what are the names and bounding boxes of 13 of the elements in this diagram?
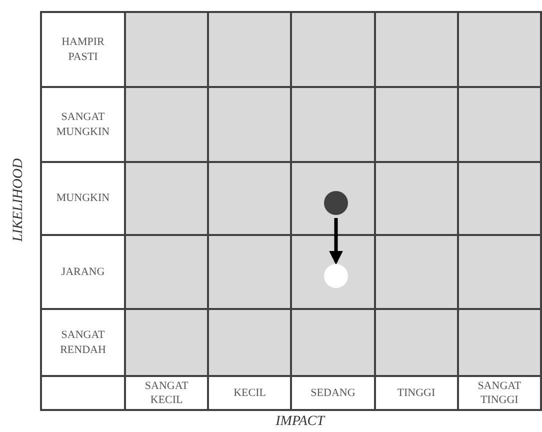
- row-header: HAMPIR PASTI: [60, 34, 106, 64]
- column-header: SANGAT KECIL: [144, 379, 190, 407]
- axis-title: LIKELIHOOD: [10, 158, 26, 242]
- row-header: SANGAT RENDAH: [59, 328, 107, 358]
- column-header: SANGAT TINGGI: [476, 379, 522, 407]
- arrow: [329, 218, 343, 265]
- row-header: JARANG: [61, 264, 105, 280]
- axis-title: IMPACT: [276, 413, 324, 430]
- column-header: KECIL: [234, 386, 266, 400]
- row-header: SANGAT MUNGKIN: [55, 110, 111, 140]
- column-header: SEDANG: [310, 386, 356, 400]
- row-header: MUNGKIN: [56, 191, 110, 206]
- column-header: TINGGI: [397, 386, 436, 400]
